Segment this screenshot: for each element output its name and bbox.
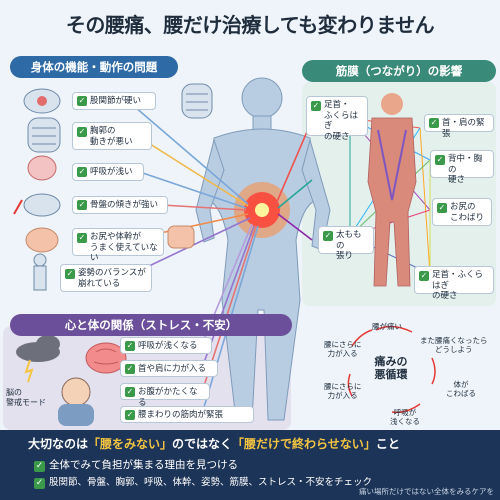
check-icon: ✓ bbox=[77, 233, 87, 243]
check-icon: ✓ bbox=[65, 269, 75, 279]
check-icon: ✓ bbox=[311, 101, 321, 111]
check-icon: ✓ bbox=[419, 271, 429, 281]
check-icon: ✓ bbox=[34, 461, 45, 472]
body-item-3: ✓骨盤の傾きが強い bbox=[72, 196, 168, 214]
fascia-item-0: ✓足首・ ふくらはぎ の硬さ bbox=[306, 96, 368, 142]
bottom-note: 痛い場所だけではない全体をみるケアを bbox=[359, 487, 494, 496]
check-icon: ✓ bbox=[125, 409, 135, 420]
body-item-0: ✓股関節が硬い bbox=[72, 92, 156, 110]
mind-item-2: ✓お腹がかたくなる bbox=[120, 383, 210, 408]
section-mind-body: 心と体の関係（ストレス・不安） bbox=[10, 314, 292, 336]
check-icon: ✓ bbox=[77, 200, 87, 210]
worried-person-icon bbox=[58, 377, 94, 426]
check-icon: ✓ bbox=[77, 127, 87, 137]
check-icon: ✓ bbox=[77, 167, 87, 177]
fascia-item-5: ✓足首・ふくらはぎ の硬さ bbox=[414, 266, 494, 301]
ribcage-icon bbox=[181, 83, 213, 119]
cycle-step-2: 体が こわばる bbox=[446, 380, 476, 398]
section-fascia: 筋膜（つながり）の影響 bbox=[302, 60, 496, 82]
hips-icon bbox=[25, 227, 59, 253]
check-icon: ✓ bbox=[323, 231, 333, 241]
pelvis-icon bbox=[23, 88, 61, 114]
bottom-banner: 大切なのは「腰をみない」のではなく「腰だけで終わらせない」こと ✓全体でみて負担… bbox=[0, 430, 500, 500]
fascia-item-3: ✓お尻の こわばり bbox=[432, 198, 492, 226]
mind-icons bbox=[16, 335, 127, 426]
fascia-item-4: ✓太ももの 張り bbox=[318, 226, 374, 261]
brain-alert-label: 脳の 警戒モード bbox=[6, 388, 46, 407]
body-item-2: ✓呼吸が浅い bbox=[72, 163, 144, 181]
central-body-figure bbox=[195, 77, 331, 421]
cycle-step-1: また腰痛くなったら どうしよう bbox=[420, 336, 488, 354]
cloud-icon bbox=[16, 335, 60, 383]
fascia-item-2: ✓背中・胸の 硬さ bbox=[430, 150, 494, 185]
cycle-step-5: 腰にさらに 力が入る bbox=[324, 382, 362, 400]
mind-item-0: ✓呼吸が浅くなる bbox=[120, 337, 212, 354]
bottom-line-2: ✓股関節、骨盤、胸郭、呼吸、体幹、姿勢、筋膜、ストレス・不安をチェック bbox=[34, 477, 373, 489]
body-item-5: ✓姿勢のバランスが 崩れている bbox=[60, 264, 152, 292]
cycle-center: 痛みの 悪循環 bbox=[374, 355, 408, 381]
check-icon: ✓ bbox=[125, 363, 135, 374]
check-icon: ✓ bbox=[435, 155, 445, 165]
abdomen-icon bbox=[167, 225, 195, 249]
fascia-item-1: ✓首・肩の緊張 bbox=[424, 114, 494, 139]
cycle-step-0: 腰が痛い bbox=[372, 322, 402, 331]
pelvis-tilt-icon bbox=[13, 193, 61, 217]
check-icon: ✓ bbox=[429, 118, 439, 128]
lungs-icon bbox=[27, 155, 57, 181]
section-body-function: 身体の機能・動作の問題 bbox=[10, 56, 178, 78]
check-icon: ✓ bbox=[77, 96, 87, 106]
cycle-step-4: 腰にさらに 力が入る bbox=[324, 340, 362, 358]
page-title: その腰痛、腰だけ治療しても変わりません bbox=[65, 12, 435, 37]
bottom-lead: 大切なのは「腰をみない」のではなく「腰だけで終わらせない」こと bbox=[28, 437, 400, 451]
check-icon: ✓ bbox=[125, 386, 135, 397]
mind-item-1: ✓首や肩に力が入る bbox=[120, 360, 218, 377]
cycle-arrows bbox=[347, 325, 436, 414]
check-icon: ✓ bbox=[34, 478, 45, 489]
mind-item-3: ✓腰まわりの筋肉が緊張 bbox=[120, 406, 254, 423]
check-icon: ✓ bbox=[125, 340, 135, 351]
pain-burst bbox=[234, 182, 290, 238]
posture-icon bbox=[33, 253, 47, 291]
ribcage-left-icon bbox=[27, 117, 61, 153]
back-figure bbox=[367, 93, 417, 287]
cycle-step-3: 呼吸が 浅くなる bbox=[390, 408, 420, 426]
check-icon: ✓ bbox=[437, 203, 447, 213]
brain-icon bbox=[85, 342, 127, 374]
body-icons bbox=[13, 83, 213, 291]
body-item-4: ✓お尻や体幹が うまく使えていない bbox=[72, 228, 164, 263]
body-item-1: ✓胸郭の 動きが悪い bbox=[72, 122, 152, 150]
bottom-line-1: ✓全体でみて負担が集まる理由を見つける bbox=[34, 459, 238, 472]
